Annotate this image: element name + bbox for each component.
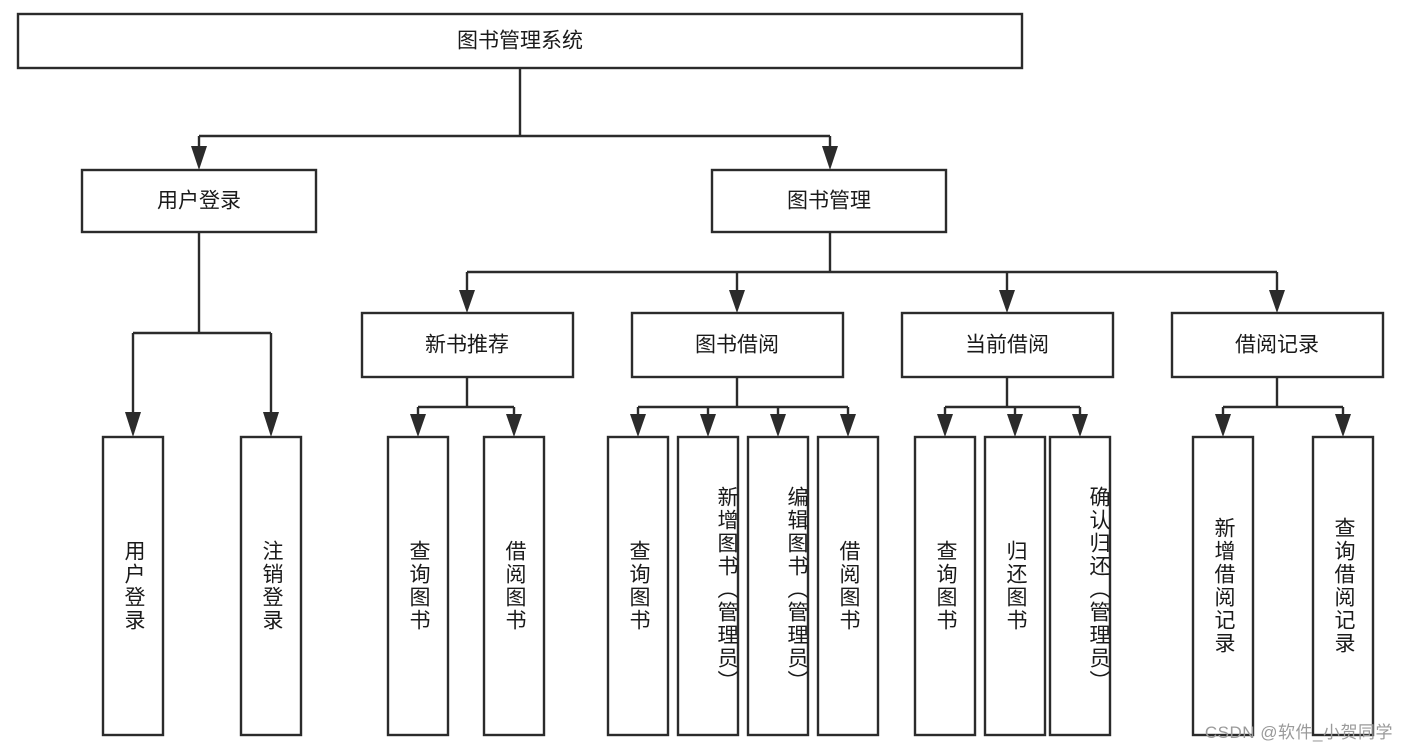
connector-group-current: [937, 377, 1088, 437]
node-box-leaf-borrow-book-1[interactable]: [482, 435, 546, 737]
node-box-leaf-return-book[interactable]: [983, 435, 1047, 737]
node-box-borrow-record[interactable]: [1170, 311, 1385, 379]
node-box-leaf-add-book-admin[interactable]: [676, 435, 740, 737]
node-label-user-login: 用户登录: [157, 190, 241, 213]
arrow-head-current: [999, 290, 1015, 313]
connector-group-root: [191, 68, 838, 170]
node-box-current-borrow[interactable]: [900, 311, 1115, 379]
node-box-leaf-borrow-book-2[interactable]: [816, 435, 880, 737]
connector-group-userlogin: [125, 232, 279, 437]
arrow-head-newbook: [459, 290, 475, 313]
connector-group-borrow: [630, 377, 856, 437]
arrow-head-leaf-current-2: [1007, 414, 1023, 437]
arrow-head-leaf-newbook-1: [410, 414, 426, 437]
node-label-root: 图书管理系统: [457, 30, 583, 53]
node-label-book-management: 图书管理: [787, 190, 871, 213]
node-box-leaf-confirm-return-admin[interactable]: [1048, 435, 1112, 737]
arrow-head-leaf-record-1: [1215, 414, 1231, 437]
arrow-head-leaf-borrow-1: [630, 414, 646, 437]
arrow-head-leaf-newbook-2: [506, 414, 522, 437]
arrow-head-leaf-user-2: [263, 412, 279, 437]
connector-group-newbook: [410, 377, 522, 437]
node-label-borrow-record: 借阅记录: [1235, 334, 1319, 357]
arrow-head-leaf-current-3: [1072, 414, 1088, 437]
arrow-head-leaf-borrow-4: [840, 414, 856, 437]
arrow-head-bookmgmt: [822, 146, 838, 170]
arrow-head-leaf-user-1: [125, 412, 141, 437]
arrow-head-userlogin: [191, 146, 207, 170]
node-box-book-borrow[interactable]: [630, 311, 845, 379]
node-box-user-login[interactable]: [80, 168, 318, 234]
node-label-current-borrow: 当前借阅: [965, 334, 1049, 357]
arrow-head-leaf-current-1: [937, 414, 953, 437]
node-box-leaf-logout[interactable]: [239, 435, 303, 737]
node-box-leaf-query-borrow-record[interactable]: [1311, 435, 1375, 737]
arrow-head-borrow: [729, 290, 745, 313]
node-box-leaf-add-borrow-record[interactable]: [1191, 435, 1255, 737]
node-box-leaf-query-book-2[interactable]: [606, 435, 670, 737]
node-box-book-management[interactable]: [710, 168, 948, 234]
node-label-book-borrow: 图书借阅: [695, 334, 779, 357]
arrow-head-leaf-borrow-3: [770, 414, 786, 437]
node-box-leaf-user-login[interactable]: [101, 435, 165, 737]
arrow-head-record: [1269, 290, 1285, 313]
node-box-root[interactable]: [16, 12, 1024, 70]
arrow-head-leaf-borrow-2: [700, 414, 716, 437]
watermark-text: CSDN @软件_小贺同学: [1204, 723, 1393, 742]
node-box-new-book-recommend[interactable]: [360, 311, 575, 379]
node-label-new-book-recommend: 新书推荐: [425, 334, 509, 357]
node-box-leaf-query-book-3[interactable]: [913, 435, 977, 737]
connector-group-record: [1215, 377, 1351, 437]
connector-group-bookmgmt: [459, 232, 1285, 313]
arrow-head-leaf-record-2: [1335, 414, 1351, 437]
node-box-leaf-query-book-1[interactable]: [386, 435, 450, 737]
node-box-leaf-edit-book-admin[interactable]: [746, 435, 810, 737]
